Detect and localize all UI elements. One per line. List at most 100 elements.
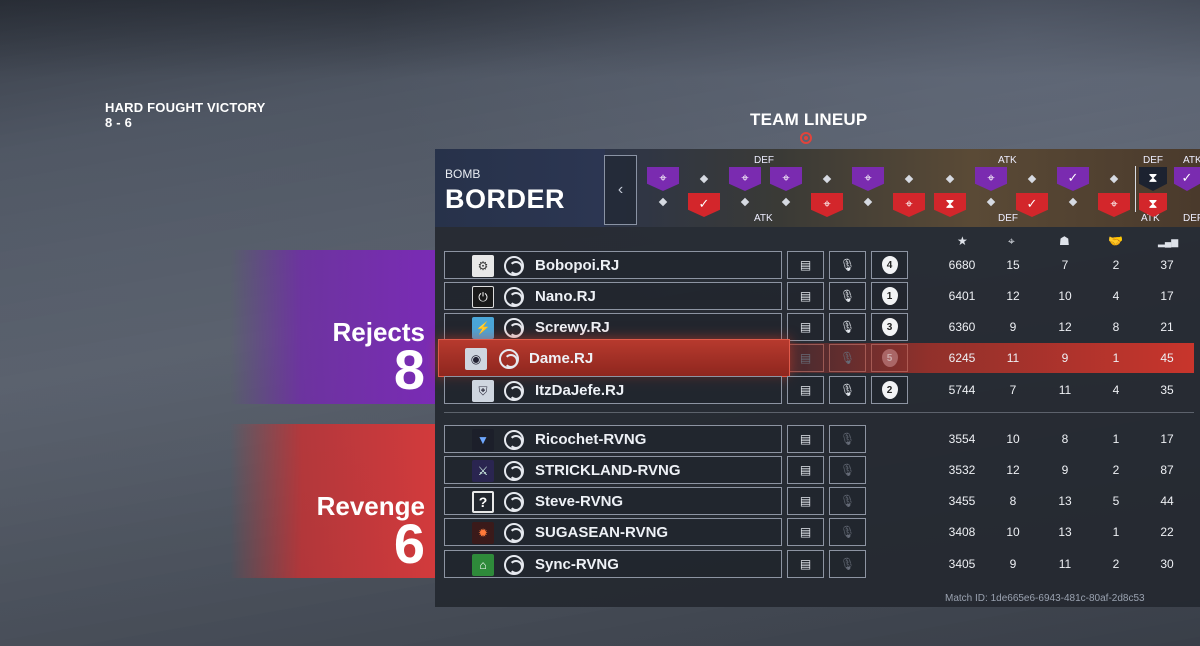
team-banner-rejects: Rejects 8: [230, 250, 435, 404]
mic-icon: 🎙: [839, 383, 856, 397]
player-assists: 2: [1112, 557, 1120, 571]
player-assists: 1: [1112, 432, 1120, 446]
player-deaths: 7: [1061, 258, 1069, 272]
player-assists: 1: [1112, 525, 1120, 539]
rank-button[interactable]: 5: [871, 344, 908, 372]
chat-button[interactable]: ▤: [787, 251, 824, 279]
chat-icon: ▤: [799, 494, 812, 508]
player-name-box[interactable]: ⌂ Sync-RVNG: [444, 550, 782, 578]
player-row[interactable]: ⚙ Bobopoi.RJ ▤ 🎙 4 6680 15 7 2 37: [444, 251, 1194, 279]
chat-button[interactable]: ▤: [787, 282, 824, 310]
player-kills: 9: [1009, 557, 1017, 571]
uplay-icon: [504, 381, 524, 401]
player-row[interactable]: ⚔ STRICKLAND-RVNG ▤ 🎙 3532 12 9 2 87: [444, 456, 1194, 484]
chat-icon: ▤: [799, 320, 812, 334]
voice-button[interactable]: 🎙: [829, 251, 866, 279]
player-kills: 8: [1009, 494, 1017, 508]
round-history-back-button[interactable]: ‹: [604, 155, 637, 225]
map-info: BOMB BORDER: [435, 149, 605, 227]
chat-button[interactable]: ▤: [787, 313, 824, 341]
chat-button[interactable]: ▤: [787, 487, 824, 515]
player-name: Screwy.RJ: [535, 319, 610, 336]
player-name-box[interactable]: ⛨ ItzDaJefe.RJ: [444, 376, 782, 404]
player-name: Sync-RVNG: [535, 556, 619, 573]
mic-muted-icon: 🎙: [839, 557, 856, 571]
voice-button[interactable]: 🎙: [829, 282, 866, 310]
team-lineup-title: TEAM LINEUP: [750, 110, 868, 129]
player-kills: 12: [1006, 289, 1020, 303]
chat-button[interactable]: ▤: [787, 425, 824, 453]
uplay-icon: [504, 492, 524, 512]
team-separator: [444, 412, 1194, 413]
player-assists: 2: [1112, 463, 1120, 477]
chat-icon: ▤: [799, 383, 812, 397]
chat-button[interactable]: ▤: [787, 518, 824, 546]
chat-icon: ▤: [799, 525, 812, 539]
operator-icon: ⛨: [472, 380, 494, 402]
player-score: 6680: [948, 258, 976, 272]
chat-button[interactable]: ▤: [787, 376, 824, 404]
rank-button[interactable]: 4: [871, 251, 908, 279]
uplay-icon: [504, 523, 524, 543]
player-name-box[interactable]: ⚙ Bobopoi.RJ: [444, 251, 782, 279]
chat-icon: ▤: [799, 557, 812, 571]
player-deaths: 8: [1061, 432, 1069, 446]
local-player-name-box[interactable]: ◉ Dame.RJ: [438, 339, 790, 377]
player-name-box[interactable]: ⚡ Screwy.RJ: [444, 313, 782, 341]
rank-badge-icon: 1: [881, 287, 898, 305]
player-name-box[interactable]: ⏻ Nano.RJ: [444, 282, 782, 310]
assists-column-icon: 🤝: [1108, 234, 1123, 248]
mic-icon: 🎙: [839, 258, 856, 272]
rank-button[interactable]: 3: [871, 313, 908, 341]
player-name-box[interactable]: ? Steve-RVNG: [444, 487, 782, 515]
chat-button[interactable]: ▤: [787, 456, 824, 484]
operator-icon: ▼: [472, 429, 494, 451]
player-row[interactable]: ⌂ Sync-RVNG ▤ 🎙 3405 9 11 2 30: [444, 550, 1194, 578]
player-deaths: 12: [1058, 320, 1072, 334]
player-row[interactable]: ✹ SUGASEAN-RVNG ▤ 🎙 3408 10 13 1 22: [444, 518, 1194, 546]
uplay-icon: [504, 461, 524, 481]
player-deaths: 13: [1058, 525, 1072, 539]
unknown-operator-icon: ?: [472, 491, 494, 513]
voice-muted-button[interactable]: 🎙: [829, 518, 866, 546]
player-row[interactable]: ⚡ Screwy.RJ ▤ 🎙 3 6360 9 12 8 21: [444, 313, 1194, 341]
uplay-icon: [504, 555, 524, 575]
mic-icon: 🎙: [839, 351, 856, 365]
player-name-box[interactable]: ✹ SUGASEAN-RVNG: [444, 518, 782, 546]
rank-button[interactable]: 1: [871, 282, 908, 310]
uplay-icon: [504, 256, 524, 276]
player-row[interactable]: ? Steve-RVNG ▤ 🎙 3455 8 13 5 44: [444, 487, 1194, 515]
operator-icon: ◉: [465, 348, 487, 370]
voice-button[interactable]: 🎙: [829, 313, 866, 341]
player-row-local[interactable]: ▤ 🎙 5 6245 11 9 1 45: [444, 343, 1194, 373]
voice-muted-button[interactable]: 🎙: [829, 456, 866, 484]
kills-column-icon: ⌖: [1008, 234, 1015, 248]
player-row[interactable]: ⏻ Nano.RJ ▤ 🎙 1 6401 12 10 4 17: [444, 282, 1194, 310]
player-name-box[interactable]: ⚔ STRICKLAND-RVNG: [444, 456, 782, 484]
local-player-highlight: [784, 343, 1194, 373]
voice-muted-button[interactable]: 🎙: [829, 425, 866, 453]
player-row[interactable]: ▼ Ricochet-RVNG ▤ 🎙 3554 10 8 1 17: [444, 425, 1194, 453]
player-assists: 4: [1112, 383, 1120, 397]
player-deaths: 9: [1061, 463, 1069, 477]
rank-badge-icon: 4: [881, 256, 898, 274]
player-score: 5744: [948, 383, 976, 397]
rank-button[interactable]: 2: [871, 376, 908, 404]
player-name: Ricochet-RVNG: [535, 431, 647, 448]
voice-button[interactable]: 🎙: [829, 344, 866, 372]
player-name-box[interactable]: ▼ Ricochet-RVNG: [444, 425, 782, 453]
mic-muted-icon: 🎙: [839, 494, 856, 508]
deaths-column-icon: ☗: [1059, 234, 1070, 248]
chat-icon: ▤: [799, 432, 812, 446]
rank-badge-icon: 3: [881, 318, 898, 336]
voice-muted-button[interactable]: 🎙: [829, 487, 866, 515]
rank-badge-icon: 2: [881, 381, 898, 399]
uplay-icon: [499, 349, 519, 369]
player-row[interactable]: ⛨ ItzDaJefe.RJ ▤ 🎙 2 5744 7 11 4 35: [444, 376, 1194, 404]
chat-button[interactable]: ▤: [787, 550, 824, 578]
voice-button[interactable]: 🎙: [829, 376, 866, 404]
operator-icon: ⏻: [472, 286, 494, 308]
round-side-label: DEF: [998, 213, 1018, 224]
chat-button[interactable]: ▤: [787, 344, 824, 372]
voice-muted-button[interactable]: 🎙: [829, 550, 866, 578]
